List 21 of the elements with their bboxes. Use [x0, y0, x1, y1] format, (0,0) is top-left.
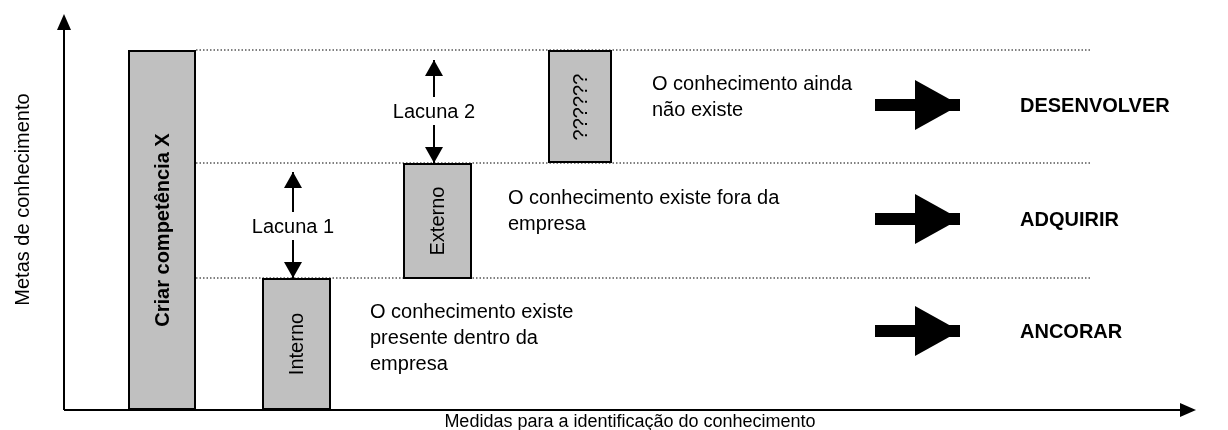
axis-label: Medidas para a identificação do conhecimento: [443, 412, 817, 430]
gap-label: Lacuna 2: [378, 97, 490, 125]
action-label: ANCORAR: [960, 316, 1200, 346]
action-label: DESENVOLVER: [960, 90, 1200, 120]
block-arrow: [875, 194, 960, 244]
description-text: O conhecimento existe fora da empresa: [508, 185, 781, 236]
block-arrow: [875, 306, 960, 356]
arrow: [425, 59, 443, 98]
gap-label: Lacuna 1: [240, 212, 346, 240]
axis-label: Metas de conhecimento: [10, 92, 34, 308]
vertical-label-box: Externo: [403, 163, 472, 279]
block-arrow: [875, 80, 960, 130]
description-text: O conhecimento existe presente dentro da empresa: [370, 299, 575, 376]
arrow: [425, 124, 443, 164]
action-label: ADQUIRIR: [960, 204, 1200, 234]
arrow: [284, 239, 302, 279]
description-text: O conhecimento ainda não existe: [652, 71, 854, 122]
arrow: [284, 171, 302, 213]
vertical-label-box: Criar competência X: [128, 50, 196, 410]
vertical-label-box: Interno: [262, 278, 331, 410]
vertical-label-box: ??????: [548, 50, 612, 163]
